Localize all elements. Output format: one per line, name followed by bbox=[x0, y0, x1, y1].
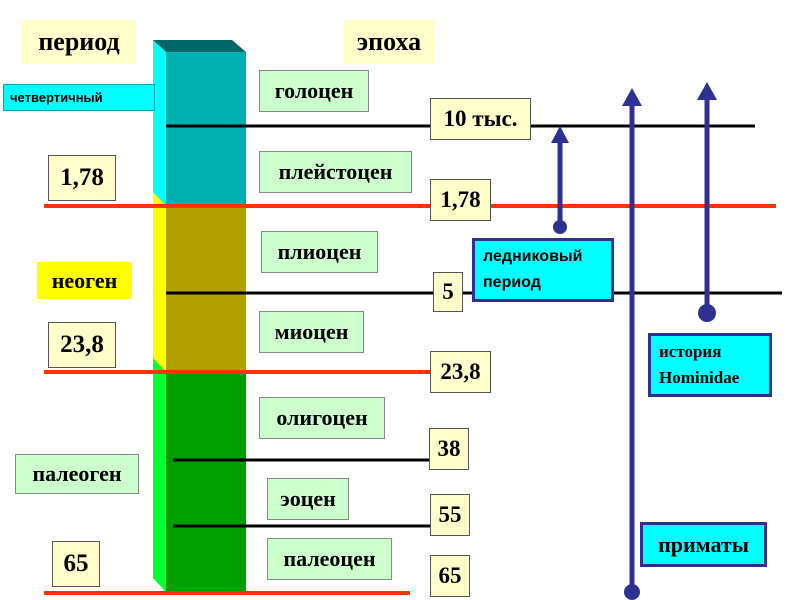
column-side-quaternary bbox=[153, 40, 166, 206]
column-top bbox=[153, 40, 246, 52]
header-epoch: эпоха bbox=[343, 20, 435, 64]
epoch-holocene: голоцен bbox=[259, 70, 369, 112]
age-1-78: 1,78 bbox=[430, 179, 491, 221]
callout-primates: приматы bbox=[640, 522, 767, 567]
boundary-label-1: 1,78 bbox=[48, 155, 116, 201]
column-quaternary bbox=[166, 52, 246, 206]
column-side-neogene bbox=[153, 192, 166, 372]
epoch-eocene: эоцен bbox=[267, 478, 349, 520]
age-5: 5 bbox=[433, 272, 463, 312]
callout-glacial-line2: период bbox=[483, 274, 541, 291]
column-paleogene bbox=[166, 372, 246, 592]
period-paleogene: палеоген bbox=[15, 454, 139, 494]
epoch-paleocene: палеоцен bbox=[267, 538, 392, 580]
column-side-paleogene bbox=[153, 358, 166, 592]
boundary-label-2: 23,8 bbox=[48, 322, 116, 368]
epoch-pleistocene: плейстоцен bbox=[259, 151, 412, 193]
boundary-label-3: 65 bbox=[52, 541, 100, 587]
header-period: период bbox=[22, 20, 136, 64]
arrow-glacial bbox=[551, 126, 569, 234]
arrow-hominidae bbox=[697, 82, 717, 322]
callout-hominidae-line1: история bbox=[659, 342, 722, 361]
epoch-oligocene: олигоцен bbox=[259, 397, 385, 439]
age-55: 55 bbox=[430, 494, 470, 536]
age-23-8: 23,8 bbox=[430, 351, 491, 393]
period-quaternary: четвертичный bbox=[3, 84, 155, 111]
period-neogene: неоген bbox=[37, 262, 132, 299]
callout-glacial-period: ледниковый период bbox=[472, 238, 614, 302]
age-38: 38 bbox=[429, 428, 469, 470]
callout-hominidae: история Hominidae bbox=[648, 333, 772, 397]
column-neogene bbox=[166, 206, 246, 372]
epoch-miocene: миоцен bbox=[259, 311, 364, 353]
age-65: 65 bbox=[430, 555, 470, 597]
epoch-pliocene: плиоцен bbox=[261, 231, 378, 273]
callout-glacial-line1: ледниковый bbox=[483, 248, 583, 265]
arrow-primates bbox=[622, 88, 642, 600]
age-10k: 10 тыс. bbox=[430, 98, 531, 140]
callout-hominidae-line2: Hominidae bbox=[659, 368, 740, 387]
